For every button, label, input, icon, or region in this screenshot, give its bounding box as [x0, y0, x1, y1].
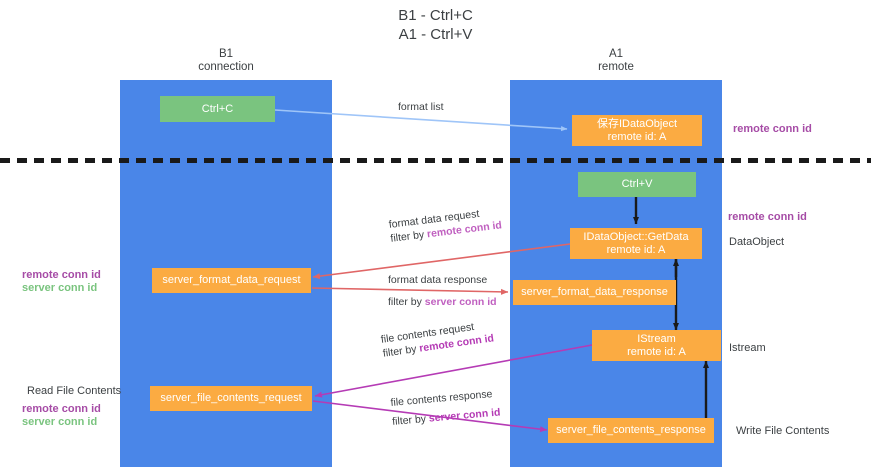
box-server-file-contents-request[interactable]: server_file_contents_request [150, 386, 312, 411]
note-left-remote-conn-id: remote conn id [22, 269, 101, 281]
note-remote-conn-id-mid: remote conn id [728, 211, 807, 223]
note-istream: Istream [729, 342, 766, 354]
note-dataobject: DataObject [729, 236, 785, 248]
box-server-format-data-response[interactable]: server_format_data_response [513, 280, 676, 305]
edge-label-format-data-response: format data response filter by server co… [388, 273, 497, 309]
box-ctrl-v[interactable]: Ctrl+V [578, 172, 696, 197]
box-idataobject-getdata[interactable]: IDataObject::GetData remote id: A [570, 228, 702, 259]
diagram-title: B1 - Ctrl+C A1 - Ctrl+V [398, 7, 473, 43]
box-save-idataobject[interactable]: 保存IDataObject remote id: A [572, 115, 702, 146]
box-server-file-contents-response[interactable]: server_file_contents_response [548, 418, 714, 443]
highlight-server-conn-id: server conn id [424, 296, 497, 308]
note-write-file-contents: Write File Contents [736, 425, 830, 437]
edge-line-2: filter by server conn id [391, 406, 501, 428]
note-left-server-conn-id: server conn id [22, 282, 98, 294]
edge-line-1: format data response [388, 274, 488, 286]
highlight-server-conn-id: server conn id [428, 406, 501, 425]
box-ctrl-c[interactable]: Ctrl+C [160, 96, 275, 122]
edge-label-format-data-request: format data request filter by remote con… [388, 204, 503, 245]
edge-label-file-contents-request: file contents request filter by remote c… [380, 317, 495, 360]
edge-label-file-contents-response: file contents response filter by server … [390, 387, 501, 429]
edge-line-2: filter by server conn id [388, 296, 497, 308]
box-istream[interactable]: IStream remote id: A [592, 330, 721, 361]
note-remote-conn-id-top: remote conn id [733, 123, 812, 135]
column-title-a1: A1 remote [598, 48, 634, 73]
phase-divider [0, 158, 871, 163]
edge-label-format-list: format list [398, 101, 444, 113]
note-left-server-conn-id-2: server conn id [22, 416, 98, 428]
box-server-format-data-request[interactable]: server_format_data_request [152, 268, 311, 293]
note-left-remote-conn-id-2: remote conn id [22, 403, 101, 415]
note-read-file-contents: Read File Contents [27, 385, 122, 397]
column-title-b1: B1 connection [198, 48, 254, 73]
